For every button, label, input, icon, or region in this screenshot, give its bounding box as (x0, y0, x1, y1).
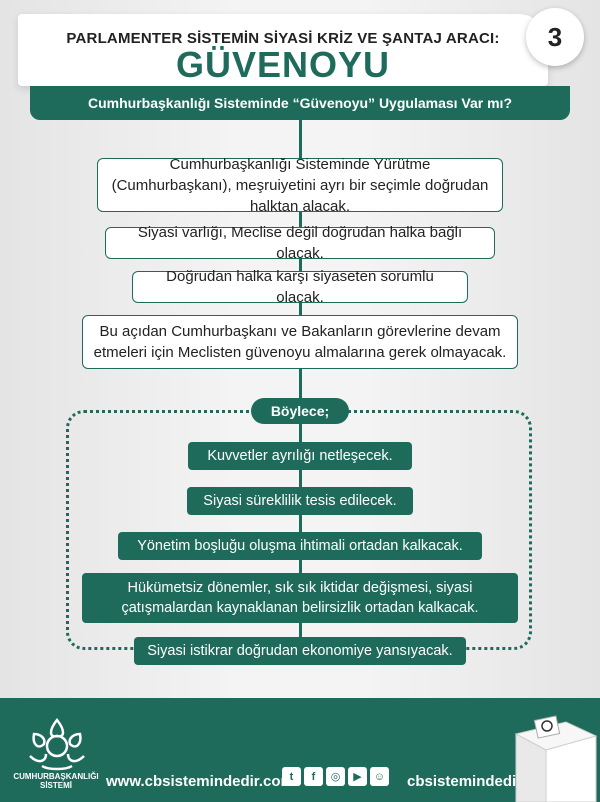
social-icons: t f ◎ ▶ ☺ (282, 767, 389, 786)
conclusion-box: Siyasi istikrar doğrudan ekonomiye yansı… (134, 637, 466, 665)
statement-box: Doğrudan halka karşı siyaseten sorumlu o… (132, 268, 468, 306)
statement-box: Bu açıdan Cumhurbaşkanı ve Bakanların gö… (82, 315, 518, 369)
number-badge: 3 (526, 8, 584, 66)
statement-box: Siyasi varlığı, Meclise değil doğrudan h… (105, 224, 495, 262)
conclusion-box: Yönetim boşluğu oluşma ihtimali ortadan … (118, 532, 482, 560)
facebook-icon[interactable]: f (304, 767, 323, 786)
conclusion-box: Hükümetsiz dönemler, sık sık iktidar değ… (82, 573, 518, 623)
header-kicker: PARLAMENTER SİSTEMİN SİYASİ KRİZ VE ŞANT… (66, 30, 500, 47)
conclusion-label: Böylece; (251, 398, 349, 424)
conclusion-box: Kuvvetler ayrılığı netleşecek. (188, 442, 412, 470)
statement-box: Cumhurbaşkanlığı Sisteminde Yürütme (Cum… (97, 156, 503, 215)
question-banner: Cumhurbaşkanlığı Sisteminde “Güvenoyu” U… (30, 86, 570, 120)
cbs-logo-icon (29, 717, 85, 771)
conclusion-box: Siyasi süreklilik tesis edilecek. (187, 487, 413, 515)
logo-line-2: SİSTEMİ (39, 781, 72, 790)
logo-text: CUMHURBAŞKANLIĞI SİSTEMİ (10, 772, 102, 790)
page-title: GÜVENOYU (175, 44, 391, 85)
website-link[interactable]: www.cbsistemindedir.com (106, 773, 294, 790)
ballot-box-icon (514, 715, 598, 802)
header-card: PARLAMENTER SİSTEMİN SİYASİ KRİZ VE ŞANT… (18, 14, 548, 86)
connector-line (299, 120, 302, 660)
youtube-icon[interactable]: ▶ (348, 767, 367, 786)
instagram-icon[interactable]: ◎ (326, 767, 345, 786)
social-handle: cbsistemindedir (407, 773, 523, 790)
snapchat-icon[interactable]: ☺ (370, 767, 389, 786)
logo-line-1: CUMHURBAŞKANLIĞI (13, 772, 99, 781)
twitter-icon[interactable]: t (282, 767, 301, 786)
